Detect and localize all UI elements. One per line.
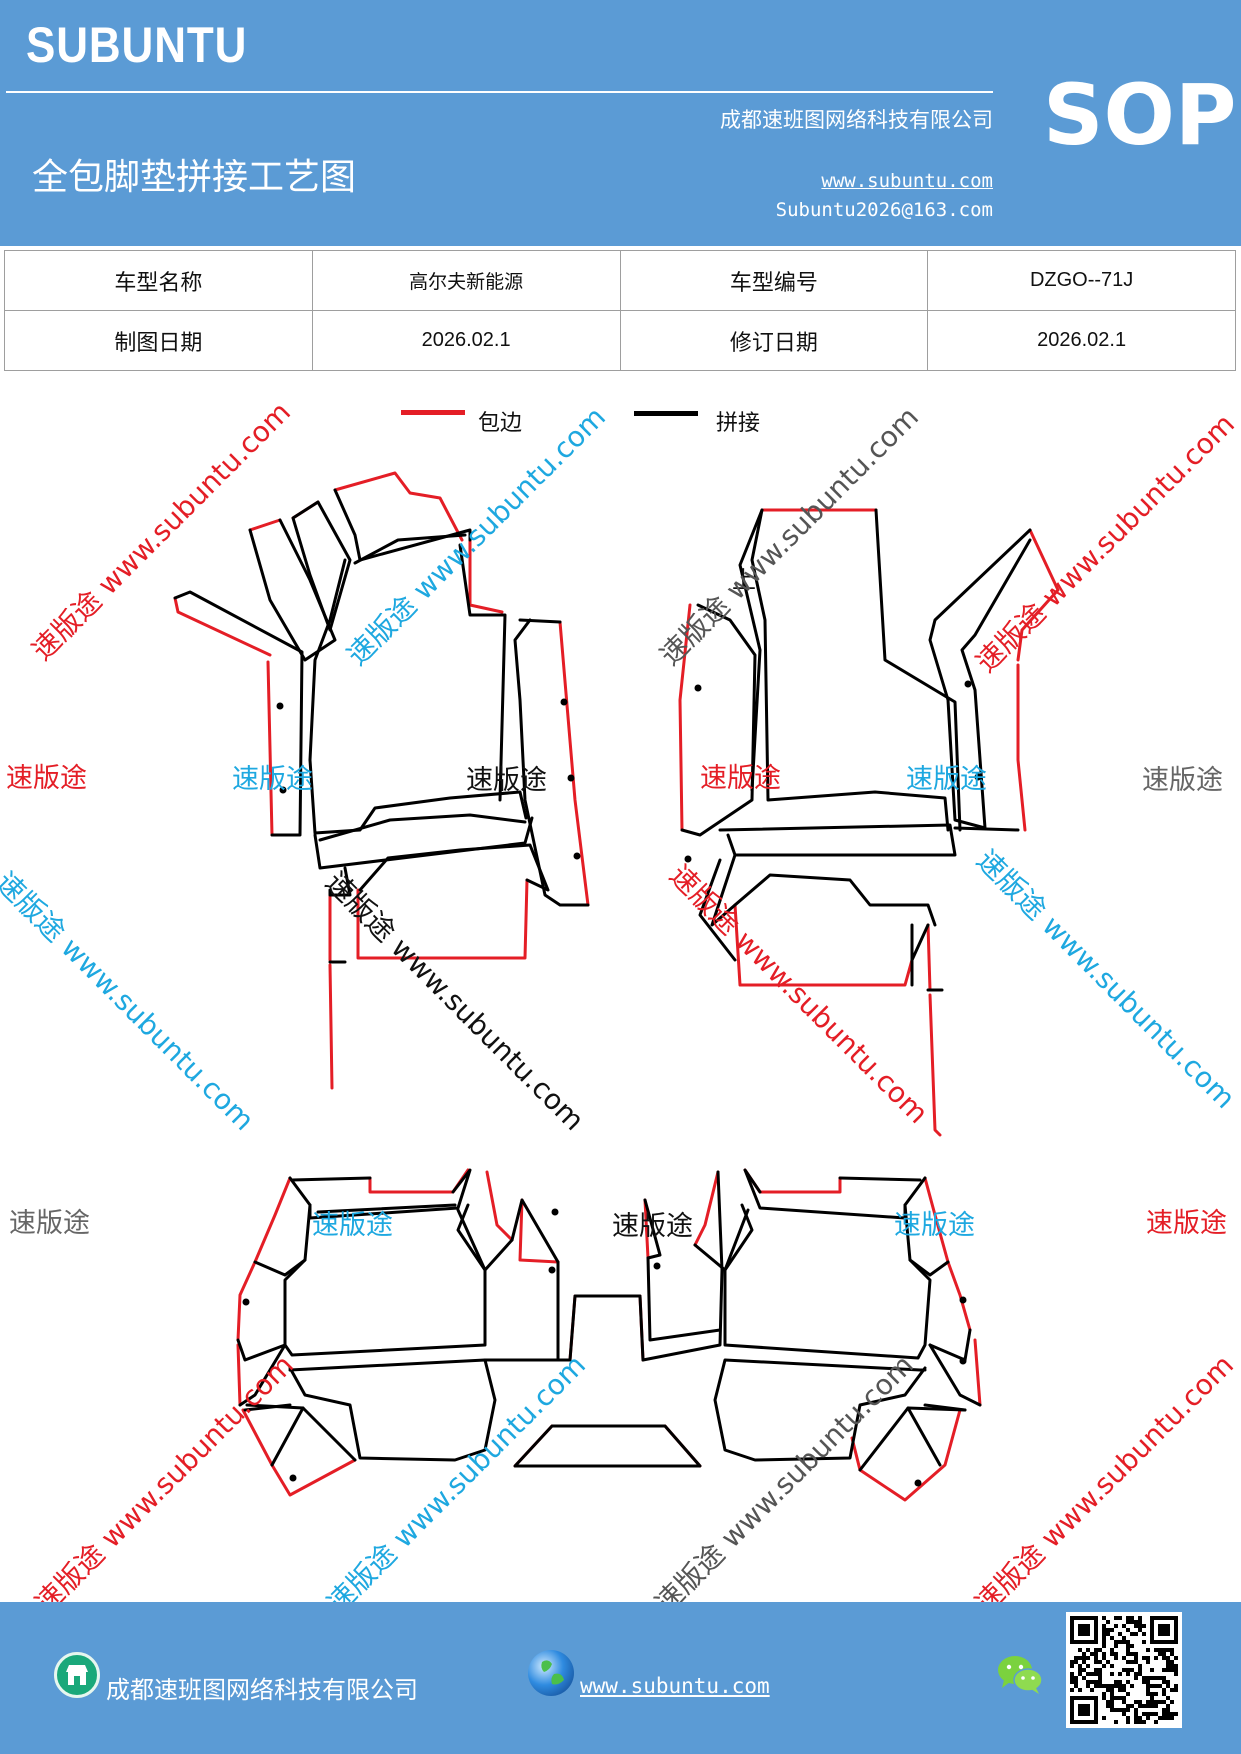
- watermark: 速版途: [1146, 1208, 1227, 1239]
- car-name-label: 车型名称: [4, 250, 313, 311]
- header-banner: SUBUNTU 成都速班图网络科技有限公司 全包脚垫拼接工艺图 www.subu…: [0, 0, 1241, 246]
- footer-company: 成都速班图网络科技有限公司: [106, 1676, 418, 1704]
- page-title: 全包脚垫拼接工艺图: [32, 157, 357, 198]
- top-marker: 上: [732, 566, 756, 594]
- info-row: 制图日期 2026.02.1 修订日期 2026.02.1: [4, 310, 1236, 371]
- watermark: 速版途: [312, 1210, 393, 1241]
- header-website-link[interactable]: www.subuntu.com: [821, 170, 993, 192]
- draw-date-label: 制图日期: [4, 310, 313, 371]
- watermark: 速版途: [894, 1210, 975, 1241]
- legend-black-line: [634, 411, 698, 416]
- brand-logo: SUBUNTU: [26, 17, 248, 73]
- footer-website-link[interactable]: www.subuntu.com: [580, 1674, 770, 1698]
- watermark: 速版途: [6, 763, 87, 794]
- revise-date-label: 修订日期: [619, 310, 929, 371]
- front-left-mat: [173, 471, 590, 1090]
- watermark: 速版途: [700, 763, 781, 794]
- header-company: 成都速班图网络科技有限公司: [720, 108, 993, 132]
- watermark: 速版途: [612, 1211, 693, 1242]
- watermark: 速版途: [9, 1208, 90, 1239]
- revise-date-value: 2026.02.1: [927, 310, 1236, 371]
- watermark: 速版途: [906, 764, 987, 795]
- footer-banner: 成都速班图网络科技有限公司 www.subuntu.com: [0, 1602, 1241, 1754]
- header-email[interactable]: Subuntu2026@163.com: [775, 199, 993, 221]
- draw-date-value: 2026.02.1: [311, 310, 621, 371]
- info-row: 车型名称 高尔夫新能源 车型编号 DZGO--71J: [4, 250, 1236, 311]
- legend-red-line: [401, 410, 465, 415]
- sop-badge: SOP: [1043, 66, 1237, 164]
- header-divider: [6, 91, 993, 93]
- shop-icon: [54, 1652, 100, 1698]
- front-right-mat: [678, 508, 1060, 1137]
- info-table: 车型名称 高尔夫新能源 车型编号 DZGO--71J 制图日期 2026.02.…: [4, 250, 1236, 371]
- watermark: 速版途: [1142, 765, 1223, 796]
- rivet-dots: [242, 680, 982, 1487]
- watermark: 速版途: [466, 765, 547, 796]
- car-code-label: 车型编号: [619, 250, 929, 311]
- globe-icon: [528, 1650, 574, 1696]
- watermark: 速版途: [232, 764, 313, 795]
- car-code-value: DZGO--71J: [927, 250, 1236, 311]
- rear-mat: [236, 1168, 982, 1502]
- car-name-value: 高尔夫新能源: [311, 250, 621, 311]
- legend-black-label: 拼接: [716, 411, 761, 436]
- wechat-icon[interactable]: [996, 1654, 1044, 1700]
- legend-red-label: 包边: [478, 411, 523, 436]
- qr-code[interactable]: [1066, 1612, 1182, 1728]
